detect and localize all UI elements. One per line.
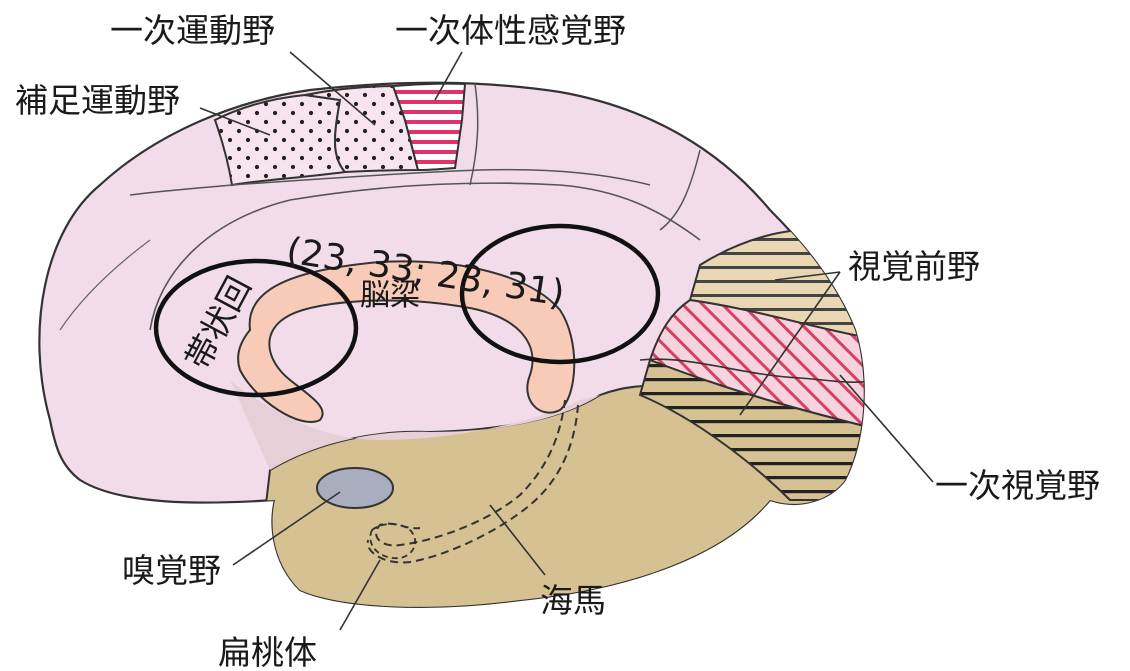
label-primary-motor: 一次運動野 <box>110 11 275 50</box>
label-olfactory: 嗅覚野 <box>122 551 221 590</box>
label-primary-visual: 一次視覚野 <box>935 466 1100 505</box>
label-hippocampus: 海馬 <box>540 581 606 620</box>
label-primary-somatosensory: 一次体性感覚野 <box>395 11 626 50</box>
label-amygdala: 扁桃体 <box>218 633 317 671</box>
label-supplementary-motor: 補足運動野 <box>15 81 180 120</box>
label-visual-association: 視覚前野 <box>848 247 980 286</box>
olfactory-area <box>317 468 393 508</box>
